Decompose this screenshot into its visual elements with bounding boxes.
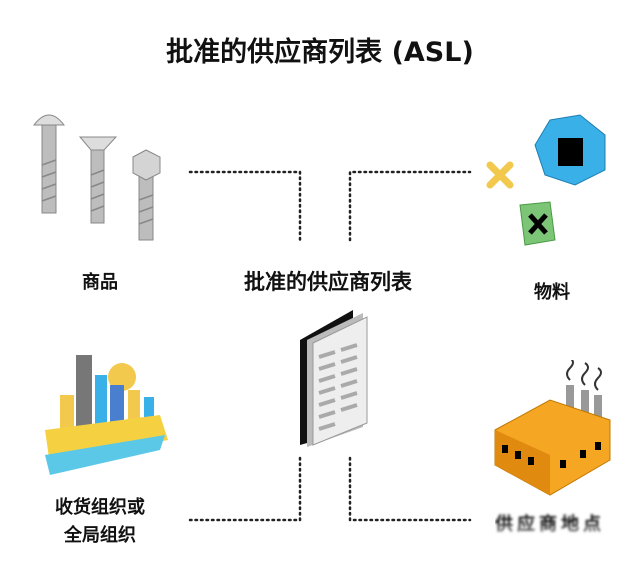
screws-bolts-icon	[32, 114, 161, 241]
factory-icon	[494, 360, 611, 496]
document-list-icon	[300, 310, 368, 447]
goods-label: 商品	[82, 272, 118, 293]
receiving-org-label-line2: 全局组织	[64, 525, 136, 546]
page-title: 批准的供应商列表 (ASL)	[166, 37, 474, 68]
city-skyline-icon	[45, 355, 168, 475]
material-blocks-icon	[486, 114, 606, 246]
supplier-site-label: 供应商地点	[495, 514, 605, 535]
receiving-org-label-line1: 收货组织或	[55, 497, 145, 518]
center-label: 批准的供应商列表	[244, 270, 412, 294]
materials-label: 物料	[534, 282, 570, 303]
